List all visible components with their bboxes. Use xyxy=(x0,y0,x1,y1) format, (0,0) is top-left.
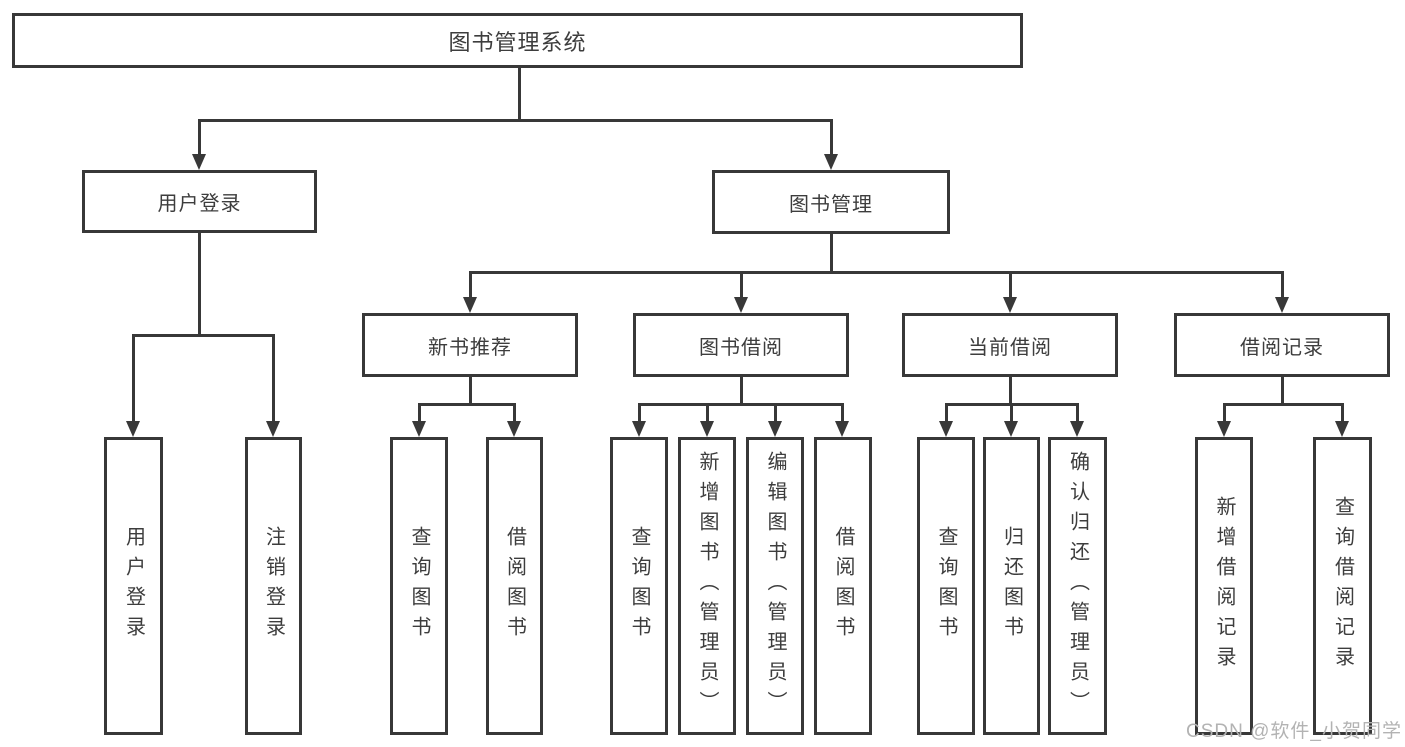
arrowhead-down-icon xyxy=(700,421,714,437)
node-book-borrowing: 图书借阅 xyxy=(633,313,849,377)
arrowhead-down-icon xyxy=(1217,421,1231,437)
connector-shaft xyxy=(706,403,709,421)
connector-stub xyxy=(1281,377,1284,406)
node-leaf-query-books-borrow: 查询图书 xyxy=(610,437,668,735)
node-leaf-query-books-current: 查询图书 xyxy=(917,437,975,735)
connector-stub xyxy=(1009,377,1012,406)
leaf-label: 借阅图书 xyxy=(503,526,526,646)
node-leaf-confirm-return-admin: 确认归还（管理员） xyxy=(1048,437,1107,735)
node-leaf-borrow-books: 借阅图书 xyxy=(814,437,872,735)
connector-shaft xyxy=(1223,403,1226,421)
connector-hline xyxy=(132,334,275,337)
node-leaf-user-login: 用户登录 xyxy=(104,437,163,735)
node-leaf-add-borrow-record: 新增借阅记录 xyxy=(1195,437,1253,735)
connector-shaft xyxy=(945,403,948,421)
connector-hline xyxy=(418,403,516,406)
connector-shaft xyxy=(638,403,641,421)
arrowhead-down-icon xyxy=(1070,421,1084,437)
node-user-login: 用户登录 xyxy=(82,170,317,233)
node-leaf-borrow-books-recommend: 借阅图书 xyxy=(486,437,543,735)
connector-shaft xyxy=(469,271,472,297)
node-leaf-query-borrow-record: 查询借阅记录 xyxy=(1313,437,1372,735)
connector-shaft xyxy=(1076,403,1079,421)
connector-stub xyxy=(469,377,472,406)
connector-root-stub xyxy=(518,68,521,122)
node-borrowing-records: 借阅记录 xyxy=(1174,313,1390,377)
node-current-borrowing: 当前借阅 xyxy=(902,313,1118,377)
arrowhead-down-icon xyxy=(734,297,748,313)
node-root-library-system: 图书管理系统 xyxy=(12,13,1023,68)
arrowhead-down-icon xyxy=(507,421,521,437)
arrowhead-down-icon xyxy=(1335,421,1349,437)
arrowhead-down-icon xyxy=(412,421,426,437)
connector-shaft xyxy=(740,271,743,297)
leaf-label: 借阅图书 xyxy=(832,526,854,646)
leaf-label: 用户登录 xyxy=(122,526,145,646)
connector-shaft xyxy=(841,403,844,421)
arrowhead-down-icon xyxy=(192,154,206,170)
leaf-label: 查询图书 xyxy=(935,526,957,646)
arrowhead-down-icon xyxy=(939,421,953,437)
leaf-label: 查询借阅记录 xyxy=(1331,496,1354,676)
connector-hline xyxy=(1223,403,1344,406)
node-leaf-add-books-admin: 新增图书（管理员） xyxy=(678,437,736,735)
leaf-label: 确认归还（管理员） xyxy=(1066,451,1089,721)
connector-shaft xyxy=(272,334,275,421)
connector-stub xyxy=(830,234,833,274)
arrowhead-down-icon xyxy=(824,154,838,170)
node-book-management: 图书管理 xyxy=(712,170,950,234)
connector-shaft xyxy=(418,403,421,421)
connector-root-hline xyxy=(198,119,833,122)
arrowhead-down-icon xyxy=(632,421,646,437)
node-leaf-logout: 注销登录 xyxy=(245,437,302,735)
node-leaf-query-books-recommend: 查询图书 xyxy=(390,437,448,735)
node-leaf-edit-books-admin: 编辑图书（管理员） xyxy=(746,437,804,735)
arrowhead-down-icon xyxy=(126,421,140,437)
arrowhead-down-icon xyxy=(768,421,782,437)
arrowhead-down-icon xyxy=(1003,297,1017,313)
arrowhead-down-icon xyxy=(463,297,477,313)
arrowhead-down-icon xyxy=(1004,421,1018,437)
connector-shaft xyxy=(1009,271,1012,297)
connector-shaft xyxy=(830,119,833,154)
connector-stub xyxy=(740,377,743,406)
leaf-label: 归还图书 xyxy=(1000,526,1023,646)
connector-shaft xyxy=(1341,403,1344,421)
connector-shaft xyxy=(1010,403,1013,421)
csdn-watermark: CSDN @软件_小贺同学 xyxy=(1186,721,1402,742)
leaf-label: 新增图书（管理员） xyxy=(696,451,718,721)
arrowhead-down-icon xyxy=(1275,297,1289,313)
leaf-label: 查询图书 xyxy=(408,526,430,646)
connector-hline xyxy=(638,403,844,406)
leaf-label: 编辑图书（管理员） xyxy=(764,451,786,721)
leaf-label: 查询图书 xyxy=(628,526,650,646)
connector-shaft xyxy=(1281,271,1284,297)
node-leaf-return-books: 归还图书 xyxy=(983,437,1040,735)
connector-stub xyxy=(198,233,201,335)
connector-shaft xyxy=(513,403,516,421)
connector-hline xyxy=(469,271,1283,274)
connector-shaft xyxy=(132,334,135,421)
connector-shaft xyxy=(198,119,201,154)
arrowhead-down-icon xyxy=(266,421,280,437)
connector-shaft xyxy=(774,403,777,421)
node-new-book-recommend: 新书推荐 xyxy=(362,313,578,377)
leaf-label: 新增借阅记录 xyxy=(1213,496,1235,676)
arrowhead-down-icon xyxy=(835,421,849,437)
leaf-label: 注销登录 xyxy=(262,526,285,646)
